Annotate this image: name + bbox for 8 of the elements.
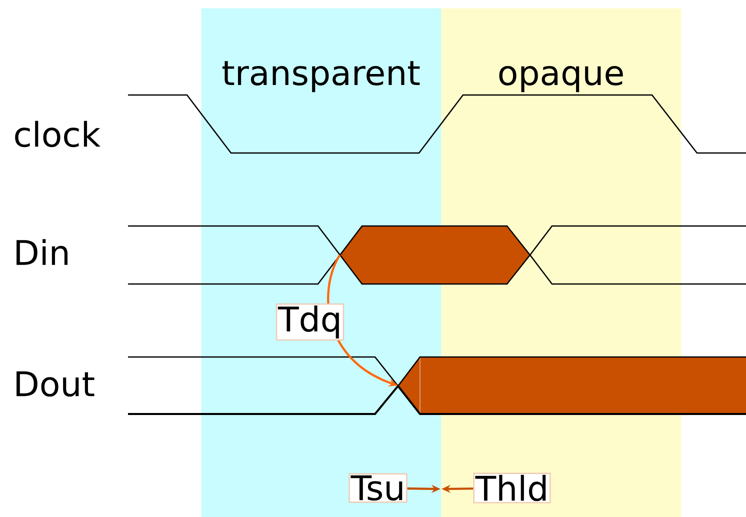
data-bar (340, 226, 530, 284)
edge-label: Tdq (276, 303, 344, 341)
signal-name: Din (16, 239, 68, 265)
signal-name: clock (15, 120, 100, 148)
timing-label: Tsu (348, 473, 408, 503)
signal-name: Dout (16, 371, 94, 397)
data-bar (398, 357, 746, 414)
timing-label: Thld (473, 472, 551, 504)
